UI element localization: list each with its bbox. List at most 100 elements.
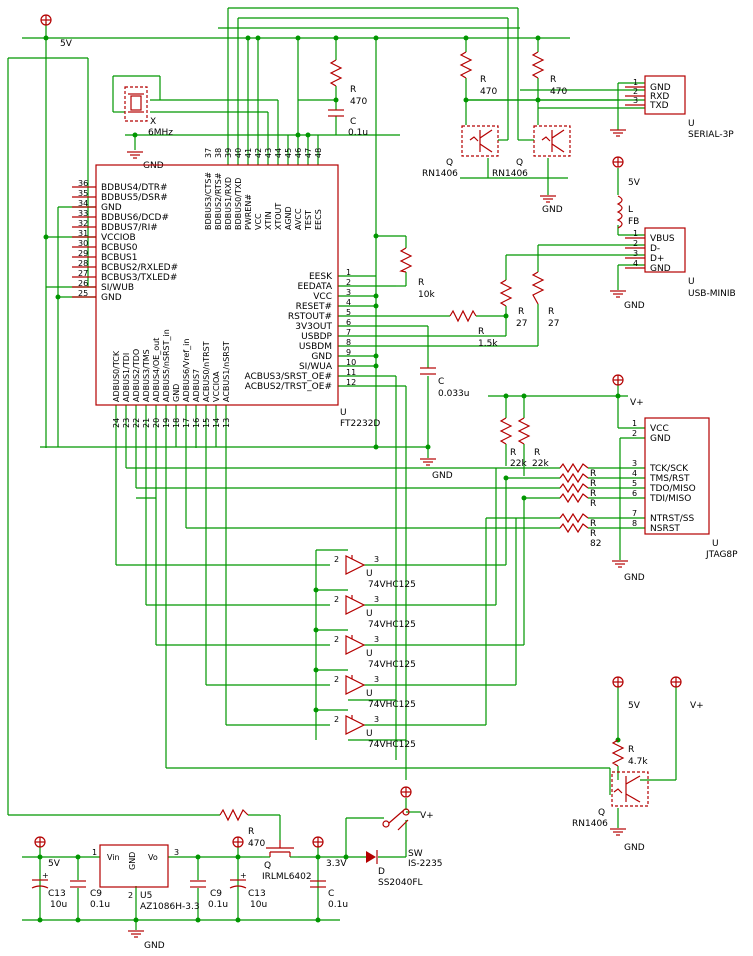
conn-pin-number: 3 bbox=[633, 96, 638, 105]
svg-text:10u: 10u bbox=[250, 900, 267, 910]
buffer-pin-in: 2 bbox=[334, 555, 339, 564]
net-label-vplus-jtag: V+ bbox=[630, 398, 644, 408]
svg-text:0.1u: 0.1u bbox=[328, 900, 348, 910]
svg-text:C: C bbox=[350, 117, 356, 127]
crystal: X 6MHz bbox=[124, 86, 173, 138]
svg-text:+: + bbox=[42, 871, 49, 880]
cap-3v3: C 0.033u bbox=[420, 367, 469, 399]
svg-text:U: U bbox=[688, 277, 695, 287]
gnd-jtag: GND bbox=[612, 560, 645, 583]
ic-pin-number: 37 bbox=[204, 148, 213, 158]
ic-pin-name: PWREN# bbox=[244, 194, 253, 230]
cap-out: C 0.1u bbox=[310, 880, 348, 910]
svg-text:R: R bbox=[550, 75, 556, 85]
ic-pin-number: 15 bbox=[202, 418, 211, 428]
ic-pin-name: ADBUS5/nSRST_in bbox=[162, 329, 171, 402]
net-label-5v: 5V bbox=[60, 39, 73, 49]
net-label-vplus-q3: V+ bbox=[690, 701, 704, 711]
ic-pin-number: 33 bbox=[78, 209, 88, 218]
xtal-ref: X bbox=[150, 117, 156, 127]
svg-text:RN1406: RN1406 bbox=[492, 169, 528, 179]
ic-pin-number: 25 bbox=[78, 289, 88, 298]
ic-pin-name: RESET# bbox=[296, 302, 332, 312]
ic-pin-name: TEST bbox=[304, 210, 313, 231]
svg-text:R: R bbox=[480, 75, 486, 85]
svg-text:0.033u: 0.033u bbox=[438, 389, 469, 399]
power-vplus-jtag: V+ bbox=[612, 374, 644, 408]
buffer-pin-out: 3 bbox=[374, 595, 379, 604]
conn-pin-name: TMS/RST bbox=[649, 474, 690, 484]
svg-text:USB-MINIB: USB-MINIB bbox=[688, 289, 736, 299]
ic-pin-name: ACBUS3/SRST_OE# bbox=[244, 372, 332, 382]
svg-text:R: R bbox=[628, 745, 634, 755]
svg-text:GND: GND bbox=[432, 471, 453, 481]
svg-text:3: 3 bbox=[174, 848, 179, 857]
conn-pin-number: 6 bbox=[632, 489, 637, 498]
ic-pin-name: AVCC bbox=[294, 208, 303, 230]
svg-text:C9: C9 bbox=[210, 889, 222, 899]
buffer-ref: U bbox=[366, 689, 373, 699]
ic-pin-number: 47 bbox=[304, 148, 313, 158]
gnd-main: GND bbox=[420, 458, 453, 481]
svg-text:0.1u: 0.1u bbox=[90, 900, 110, 910]
svg-text:Q: Q bbox=[446, 158, 453, 168]
ic-pin-number: 32 bbox=[78, 219, 88, 228]
ic-pin-number: 34 bbox=[78, 199, 88, 208]
svg-text:R: R bbox=[248, 827, 254, 837]
ic-pin-number: 23 bbox=[122, 418, 131, 428]
gnd-serial bbox=[610, 129, 626, 137]
ic-pin-name: SI/WUA bbox=[299, 362, 333, 372]
conn-pin-name: VBUS bbox=[650, 234, 675, 244]
ic-pin-number: 43 bbox=[264, 148, 273, 158]
svg-text:Q: Q bbox=[598, 808, 605, 818]
ic-right-pins: 1EESK2EEDATA3VCC4RESET#5RSTOUT#63V3OUT7U… bbox=[244, 268, 356, 392]
conn-pin-number: 1 bbox=[632, 419, 637, 428]
svg-text:+: + bbox=[240, 871, 247, 880]
ic-pin-number: 26 bbox=[78, 279, 88, 288]
svg-text:2: 2 bbox=[128, 891, 133, 900]
power-3v3-b: 3.3V bbox=[312, 836, 347, 869]
mosfet: Q IRLML6402 bbox=[262, 840, 312, 882]
resistor-gate: R 470 bbox=[219, 808, 265, 849]
conn-pin-number: 3 bbox=[633, 249, 638, 258]
buffer-pin-in: 2 bbox=[334, 715, 339, 724]
ic-pin-number: 11 bbox=[346, 368, 356, 377]
ic-pin-name: ACBUS1/nSRST bbox=[222, 341, 231, 402]
power-5v-q3: 5V bbox=[612, 676, 641, 711]
conn-pin-number: 7 bbox=[632, 509, 637, 518]
wires bbox=[7, 7, 677, 930]
svg-text:U5: U5 bbox=[140, 891, 152, 901]
svg-text:470: 470 bbox=[350, 97, 367, 107]
ic-pin-name: ADBUS7 bbox=[192, 369, 201, 402]
conn-pin-number: 1 bbox=[633, 78, 638, 87]
svg-text:GND: GND bbox=[144, 941, 165, 951]
conn-pin-number: 2 bbox=[632, 429, 637, 438]
ic-bottom-pins: 24ADBUS0/TCK23ADBUS1/TDI22ADBUS2/TDO21AD… bbox=[112, 329, 231, 428]
buffer-ref: U bbox=[366, 569, 373, 579]
ic-pin-name: GND bbox=[311, 352, 332, 362]
svg-text:R: R bbox=[518, 307, 524, 317]
ferrite-bead: L FB bbox=[616, 195, 639, 229]
ic-pin-number: 5 bbox=[346, 308, 351, 317]
power-5v-usb: 5V bbox=[612, 156, 641, 188]
ic-pin-number: 18 bbox=[172, 418, 181, 428]
svg-text:C13: C13 bbox=[248, 889, 266, 899]
regulator: Vin Vo GND 1 3 2 U5 AZ1086H-3.3 bbox=[92, 844, 200, 912]
buffer-triangle bbox=[345, 675, 366, 695]
ic-pin-name: BDBUS4/DTR# bbox=[101, 183, 168, 193]
ic-pin-number: 1 bbox=[346, 268, 351, 277]
svg-text:JTAG8P: JTAG8P bbox=[705, 550, 738, 560]
ic-pin-number: 21 bbox=[142, 418, 151, 428]
power-5v-top: 5V bbox=[40, 14, 73, 49]
buffer-ref: U bbox=[366, 649, 373, 659]
ic-pin-name: EECS bbox=[314, 209, 323, 230]
ic-top-pins: 37BDBUS3/CTS#38BDBUS2/RTS#39BDBUS1/RXD40… bbox=[204, 148, 323, 231]
ic-pin-name: SI/WUB bbox=[101, 283, 134, 293]
svg-text:470: 470 bbox=[248, 839, 265, 849]
svg-text:Q: Q bbox=[516, 158, 523, 168]
buffer-pin-out: 3 bbox=[374, 715, 379, 724]
conn-pin-name: TXD bbox=[649, 101, 669, 111]
svg-text:GND: GND bbox=[624, 301, 645, 311]
